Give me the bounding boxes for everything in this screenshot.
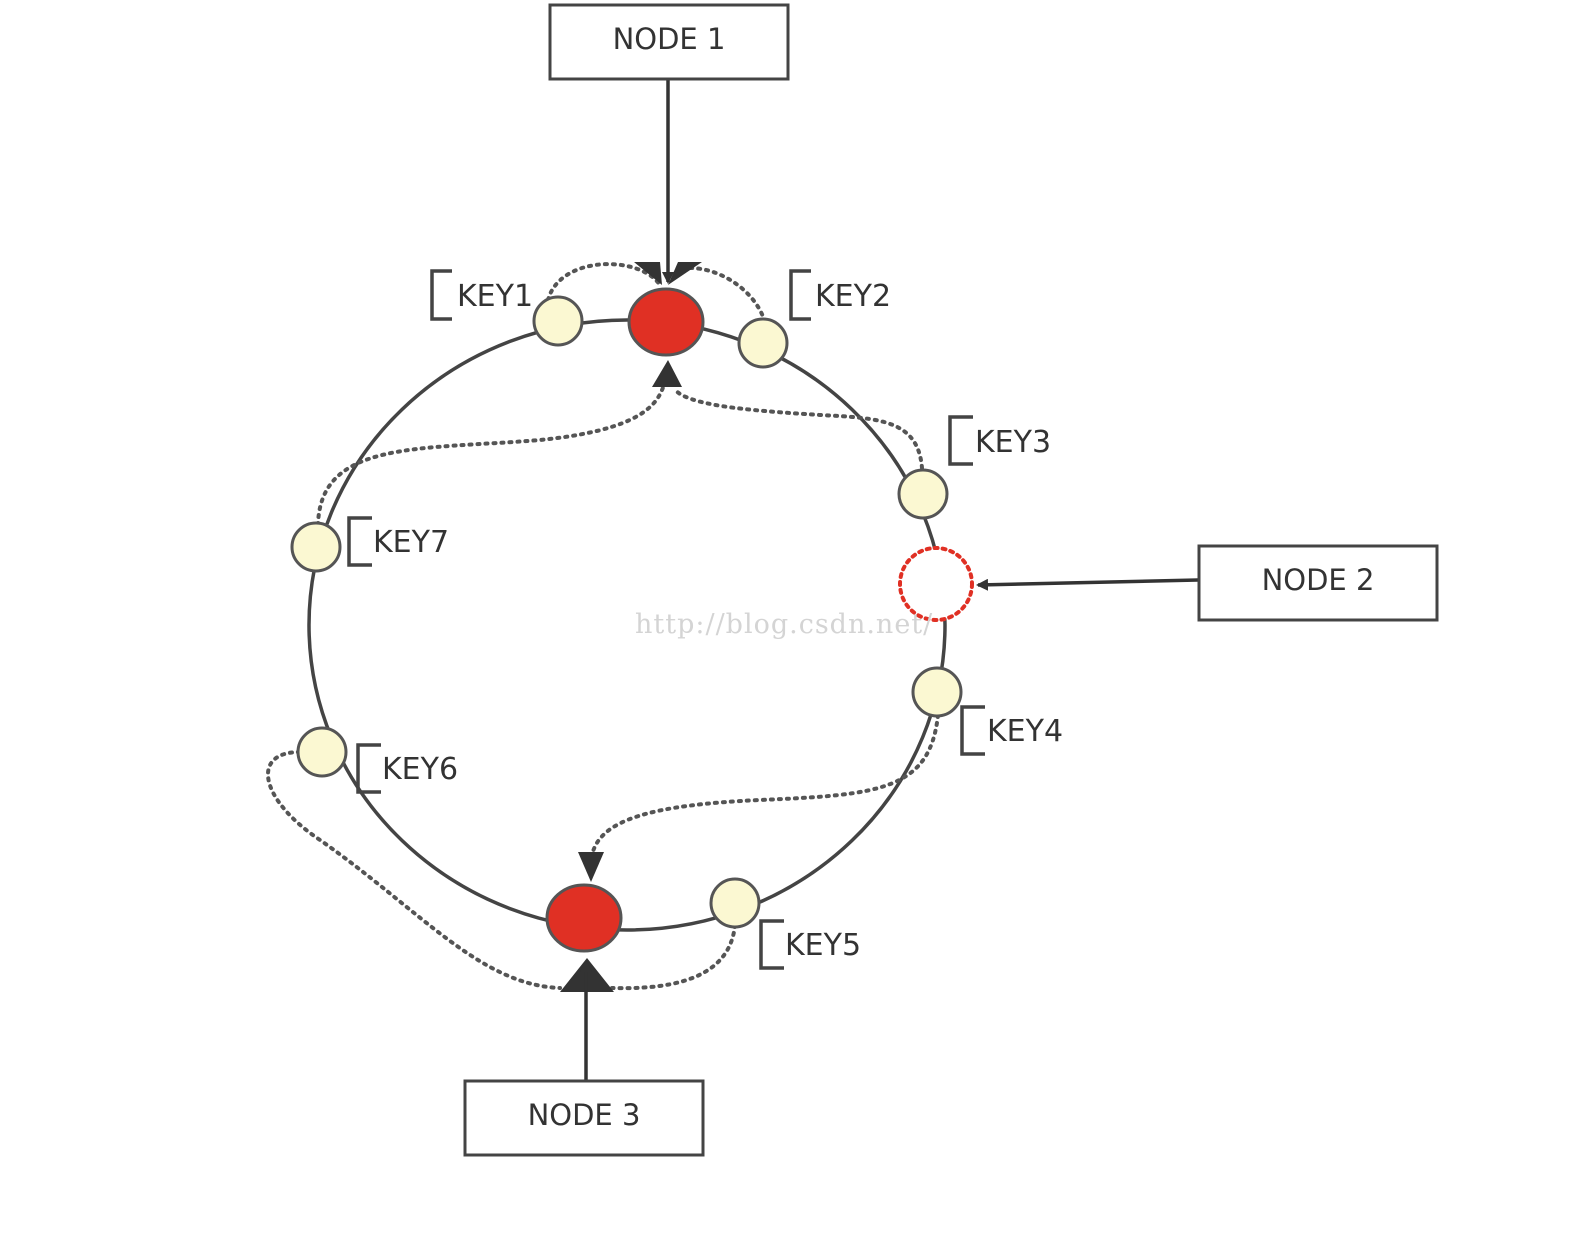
key3-bracket [948,415,973,466]
key3-label: KEY3 [975,425,1051,460]
key4-label: KEY4 [987,714,1063,749]
key-brackets [347,269,985,970]
key1-label: KEY1 [457,279,533,314]
key7-to-node1-arc [316,378,667,527]
key1-to-node1-arc [546,262,662,302]
node1-label: NODE 1 [613,22,726,56]
key-labels: KEY1 KEY2 KEY3 KEY4 KEY5 KEY6 KEY7 [373,279,1063,963]
node2-label: NODE 2 [1262,563,1375,597]
key3-point [897,468,949,520]
key6-label: KEY6 [382,752,458,787]
watermark: http://blog.csdn.net/ [635,609,933,640]
key4-bracket [960,705,985,756]
node-boxes: NODE 1 NODE 2 NODE 3 [463,3,1439,1157]
hash-ring [307,318,947,932]
key2-to-node1-arc [688,266,767,324]
node3-label: NODE 3 [528,1098,641,1132]
key-points [290,295,963,929]
key3-to-node1-arc [673,388,924,470]
node-connectors [580,80,1199,1080]
key5-to-node3-arc [610,923,737,991]
key5-bracket [759,919,784,970]
key7-point [290,521,342,573]
key6-point [296,726,348,778]
key2-label: KEY2 [815,279,891,314]
node2-connector [976,578,1199,591]
key7-label: KEY7 [373,525,449,560]
key7-bracket [347,516,372,567]
key6-bracket [356,743,381,794]
key6-to-node3-arc [266,750,562,990]
node1-arrowhead-bottom [652,360,682,387]
key1-point [532,295,584,347]
node1-arrowhead-right [668,262,702,285]
node1-point [627,287,705,357]
node1-arrowhead-left [634,262,662,285]
remap-arcs [266,262,940,991]
node1-box: NODE 1 [548,3,790,81]
key5-label: KEY5 [785,928,861,963]
node2-removed-point [898,546,974,622]
node3-point [545,883,623,953]
node3-arrowhead-top [578,852,604,882]
key4-to-node3-arc [590,713,940,857]
key1-bracket [430,269,452,321]
key2-bracket [789,269,811,321]
node2-box: NODE 2 [1197,544,1439,622]
key2-point [737,317,789,369]
node3-box: NODE 3 [463,1079,705,1157]
key5-point [709,877,761,929]
key4-point [911,666,963,718]
